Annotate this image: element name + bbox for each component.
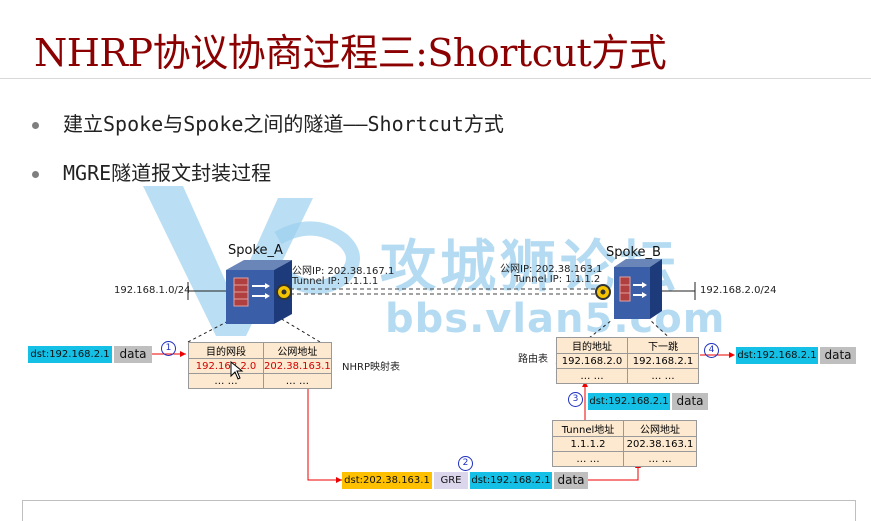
nhrp-cell: 192.168.2.0: [188, 358, 264, 374]
encap-data: data: [554, 472, 588, 489]
route-table: 目的地址 下一跳 192.168.2.0 192.168.2.1 … … … …: [556, 337, 699, 384]
spoke-b-public-ip: 公网IP: 202.38.163.1: [500, 264, 603, 275]
encap-outer-dst: dst:202.38.163.1: [342, 472, 432, 489]
route-header-dest: 目的地址: [556, 337, 628, 354]
step-number-4: 4: [704, 343, 719, 358]
route-cell: 192.168.2.0: [556, 353, 628, 369]
tunnel-header-addr: Tunnel地址: [552, 420, 624, 437]
nhrp-header-dest: 目的网段: [188, 342, 264, 359]
spoke-a-tunnel-ip: Tunnel IP: 1.1.1.1: [292, 276, 379, 287]
tunnel-cell: … …: [552, 451, 624, 467]
spoke-b-tunnel-ip: Tunnel IP: 1.1.1.2: [514, 274, 601, 285]
route-table-label: 路由表: [518, 354, 548, 365]
nhrp-mapping-table: 目的网段 公网地址 192.168.2.0 202.38.163.1 … … ……: [188, 342, 332, 389]
spoke-a-public-ip: 公网IP: 202.38.167.1: [292, 266, 395, 277]
router-firewall-icon: [614, 259, 662, 319]
nhrp-header-public: 公网地址: [263, 342, 332, 359]
tunnel-cell: … …: [623, 451, 697, 467]
nhrp-table-label: NHRP映射表: [342, 362, 400, 373]
spoke-a-lan: 192.168.1.0/24: [114, 285, 191, 296]
watermark-logo-icon: [143, 186, 360, 336]
packet1-data: data: [114, 346, 152, 363]
step-number-2: 2: [458, 456, 473, 471]
slide-title: NHRP协议协商过程三:Shortcut方式: [34, 31, 667, 75]
packet3-dst: dst:192.168.2.1: [588, 393, 670, 410]
packet4-data: data: [820, 347, 856, 364]
packet4-dst: dst:192.168.2.1: [736, 347, 818, 364]
notes-panel: [22, 500, 856, 521]
packet1-dst: dst:192.168.2.1: [28, 346, 112, 363]
route-cell: … …: [556, 368, 628, 384]
step-number-3: 3: [568, 392, 583, 407]
route-cell: 192.168.2.1: [627, 353, 699, 369]
tunnel-cell: 202.38.163.1: [623, 436, 697, 452]
spoke-b-lan: 192.168.2.0/24: [700, 285, 777, 296]
spoke-a-name: Spoke_A: [228, 243, 283, 258]
tunnel-interface-icon: [595, 284, 611, 300]
title-divider: [0, 78, 871, 79]
step-number-1: 1: [161, 341, 176, 356]
bullet-text: 建立Spoke与Spoke之间的隧道——Shortcut方式: [63, 112, 504, 136]
encap-inner-dst: dst:192.168.2.1: [470, 472, 552, 489]
bullet-item-shortcut: 建立Spoke与Spoke之间的隧道——Shortcut方式: [32, 108, 504, 137]
step2-path: [307, 370, 342, 481]
nhrp-cell: … …: [188, 373, 264, 389]
encap-gre: GRE: [434, 472, 468, 489]
tunnel-interface-icon: [276, 284, 292, 300]
bullet-text: MGRE隧道报文封装过程: [63, 161, 272, 185]
route-cell: … …: [627, 368, 699, 384]
bullet-dot-icon: [32, 122, 39, 129]
packet3-data: data: [672, 393, 708, 410]
nhrp-cell: … …: [263, 373, 332, 389]
route-header-nexthop: 下一跳: [627, 337, 699, 354]
spoke-b-name: Spoke_B: [606, 245, 661, 260]
nhrp-cell: 202.38.163.1: [263, 358, 332, 374]
bullet-dot-icon: [32, 171, 39, 178]
mouse-cursor-icon: [230, 361, 244, 380]
tunnel-mapping-table: Tunnel地址 公网地址 1.1.1.2 202.38.163.1 … … ……: [552, 420, 697, 467]
watermark-url: bbs.vlan5.com: [385, 296, 726, 342]
bullet-item-mgre: MGRE隧道报文封装过程: [32, 157, 271, 186]
tunnel-header-public: 公网地址: [623, 420, 697, 437]
tunnel-cell: 1.1.1.2: [552, 436, 624, 452]
callout-line: [279, 317, 321, 343]
